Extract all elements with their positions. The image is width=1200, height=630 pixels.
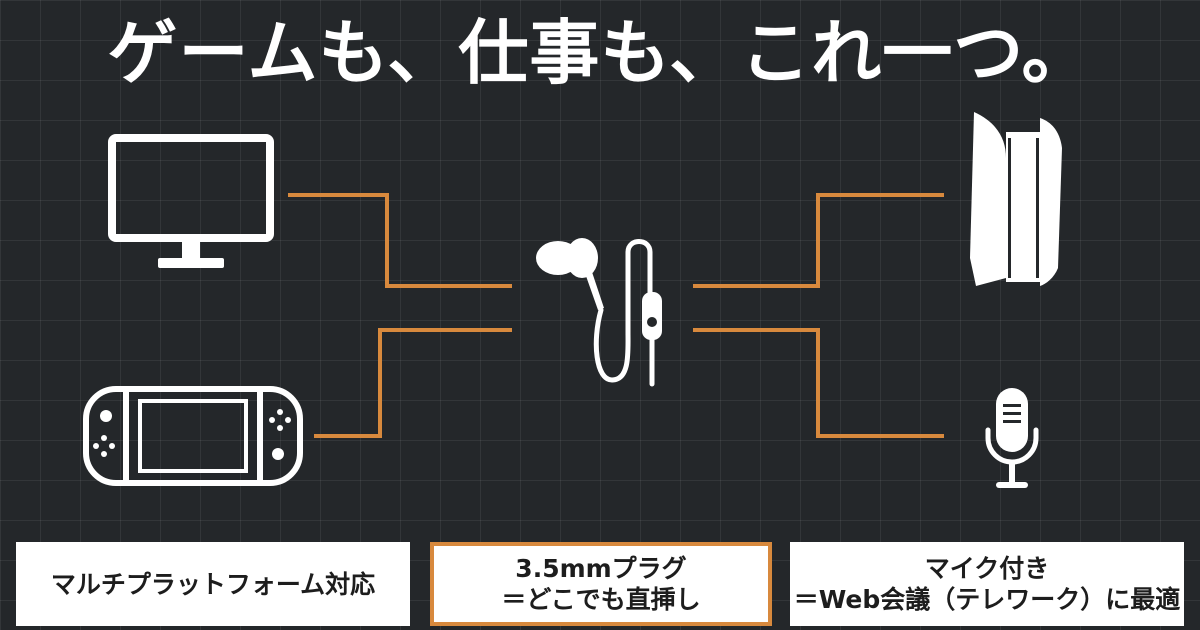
wire-console (693, 193, 944, 288)
microphone-icon (985, 388, 1039, 488)
earphones-icon (536, 238, 662, 387)
game-console-icon (970, 112, 1062, 286)
feature-text: ＝Web会議（テレワーク）に最適 (793, 585, 1181, 614)
feature-text: 3.5mmプラグ (515, 554, 687, 583)
handheld-console-icon (83, 386, 303, 486)
wire-monitor (288, 193, 512, 288)
feature-box-microphone: マイク付き ＝Web会議（テレワーク）に最適 (790, 542, 1184, 626)
feature-box-plug: 3.5mmプラグ ＝どこでも直挿し (430, 542, 772, 626)
monitor-icon (108, 134, 274, 268)
feature-box-multiplatform: マルチプラットフォーム対応 (16, 542, 410, 626)
wire-microphone (693, 328, 944, 438)
feature-text: マイク付き (924, 554, 1050, 583)
feature-text: マルチプラットフォーム対応 (50, 569, 376, 599)
headline: ゲームも、仕事も、これ一つ。 (107, 12, 1093, 94)
wire-handheld (314, 328, 512, 438)
feature-text: ＝どこでも直挿し (501, 585, 701, 614)
